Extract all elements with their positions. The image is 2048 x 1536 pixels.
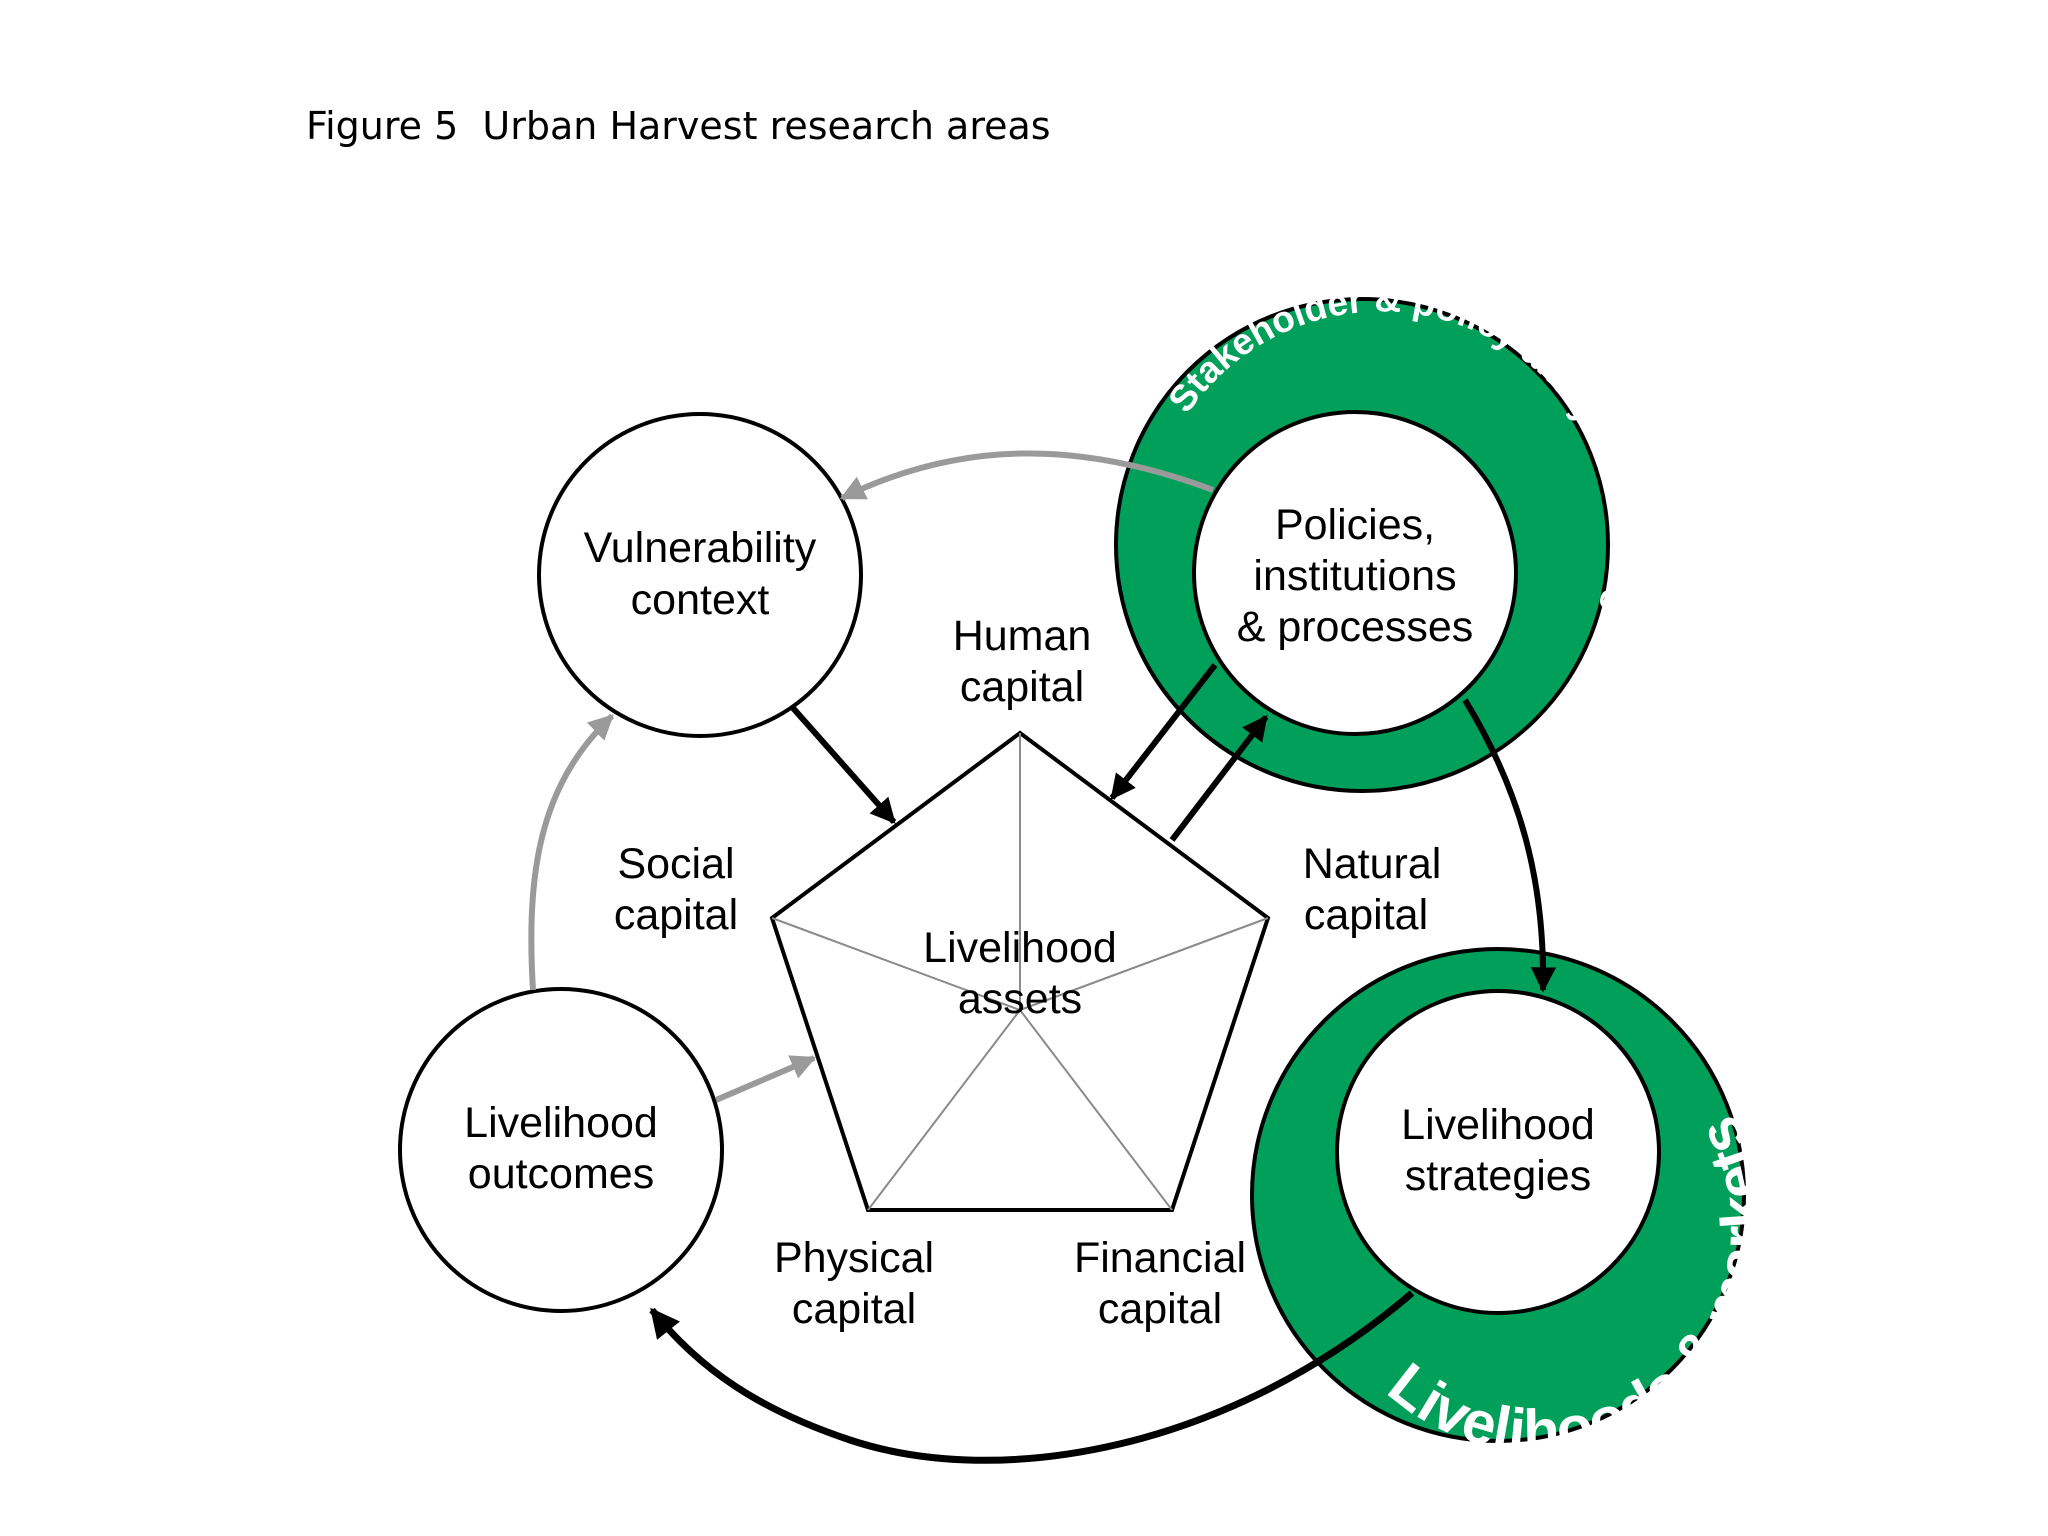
physical-capital-line2: capital	[792, 1285, 916, 1333]
assets-label-line2: assets	[958, 975, 1082, 1023]
spoke-social	[771, 917, 1021, 1011]
human-capital-line2: capital	[960, 663, 1084, 711]
livelihood-strategies-circle	[1335, 989, 1661, 1315]
arrow-vulnerability-to-assets	[790, 706, 897, 824]
vulnerability-label-line2: context	[631, 576, 770, 624]
natural-capital-line1: Natural	[1303, 840, 1442, 888]
arrow-policies-to-assets	[1109, 663, 1218, 800]
spoke-financial	[1019, 1009, 1173, 1211]
strategies-label-line2: strategies	[1405, 1152, 1591, 1200]
outcomes-label-line1: Livelihood	[464, 1099, 658, 1147]
arrow-outcomes-to-vulnerability	[528, 713, 615, 991]
policies-label-line3: & processes	[1237, 603, 1474, 651]
financial-capital-line2: capital	[1098, 1285, 1222, 1333]
policies-label-line1: Policies,	[1275, 501, 1435, 549]
assets-label-line1: Livelihood	[923, 924, 1117, 972]
policies-circle	[1192, 410, 1518, 736]
vulnerability-context-circle	[537, 412, 863, 738]
livelihood-outcomes-circle	[398, 987, 724, 1313]
social-capital-line2: capital	[614, 891, 738, 939]
arrow-outcomes-to-assets	[714, 1055, 817, 1103]
financial-capital-line1: Financial	[1074, 1234, 1246, 1282]
figure-caption: Figure 5 Urban Harvest research areas	[306, 104, 1051, 148]
natural-capital-line2: capital	[1304, 891, 1428, 939]
outcomes-label-line2: outcomes	[468, 1150, 654, 1198]
vulnerability-label-line1: Vulnerability	[584, 524, 817, 572]
policies-label-line2: institutions	[1253, 552, 1456, 600]
arrow-assets-to-policies	[1169, 714, 1269, 842]
spoke-physical	[867, 1009, 1021, 1211]
human-capital-line1: Human	[953, 612, 1092, 660]
arrow-policies-to-vulnerability	[839, 450, 1215, 501]
arrow-policies-to-strategies	[1462, 698, 1557, 993]
physical-capital-line1: Physical	[774, 1234, 934, 1282]
strategies-label-line1: Livelihood	[1401, 1101, 1595, 1149]
social-capital-line1: Social	[617, 840, 734, 888]
spoke-natural	[1019, 917, 1269, 1011]
pentagon-spokes	[771, 733, 1269, 1211]
arrow-strategies-to-outcomes	[649, 1290, 1415, 1464]
